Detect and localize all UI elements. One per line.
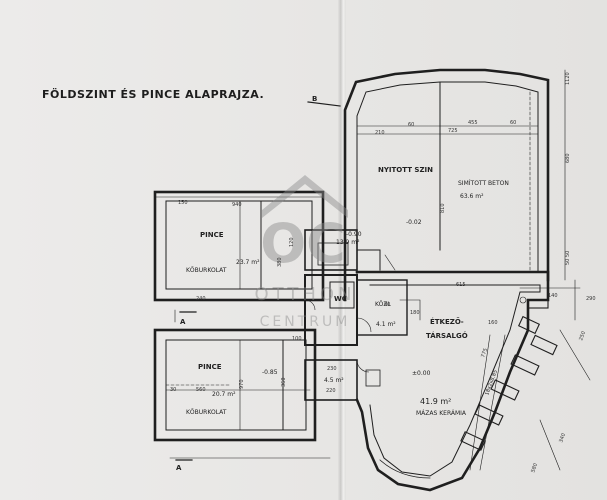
dim-940: 940 [232, 202, 242, 208]
dim-360: 360 [281, 377, 287, 387]
door-swings [304, 296, 527, 373]
dim-220: 220 [326, 388, 336, 394]
terrace-steps [460, 299, 558, 471]
lower-cellar-walls [153, 328, 317, 442]
section-markers [175, 101, 341, 461]
stair-label: 18x2x8.85 [484, 369, 499, 396]
dim-680: 680 [565, 153, 571, 163]
room-nyitott-szin-floor: SIMÍTOTT BETON [458, 180, 509, 187]
room-etkezo-name2: TÁRSALGÓ [426, 331, 468, 340]
room-pince-top-area: 23.7 m² [236, 259, 260, 266]
dim-100: 100 [292, 336, 302, 342]
room-pince-bottom-name: PINCE [198, 363, 222, 371]
level-mark-3: -0.90 [346, 231, 362, 238]
dim-725: 725 [448, 128, 458, 134]
room-pince-bottom-area: 20.7 m² [212, 391, 236, 398]
room-small-top-area: 13.9 m² [336, 239, 360, 246]
level-marks: ±0.00 -0.02 -0.90 -0.85 [262, 219, 431, 377]
dim-120: 120 [289, 237, 295, 247]
room-small-mid-area: 4.5 m² [324, 377, 344, 384]
upper-cellar-walls [153, 190, 325, 302]
dim-250: 250 [578, 330, 587, 341]
dim-340: 340 [558, 432, 567, 443]
section-mark-bottom: A [176, 464, 182, 472]
dim-970: 970 [239, 379, 245, 389]
room-pince-top-name: PINCE [200, 231, 224, 239]
dim-160: 160 [488, 320, 498, 326]
dim-560: 560 [196, 387, 206, 393]
dim-810: 810 [440, 203, 446, 213]
room-etkezo-area: 41.9 m² [420, 397, 451, 406]
room-wc-name: WC [334, 295, 347, 303]
dim-455: 455 [468, 120, 478, 126]
level-mark-4: -0.85 [262, 369, 278, 376]
dim-180: 180 [410, 310, 420, 316]
dim-5050: 50 50 [565, 251, 571, 265]
dim-580: 580 [530, 462, 539, 473]
dim-615: 615 [456, 282, 466, 288]
dimension-numbers: 940 455 725 60 210 810 615 970 560 360 1… [170, 72, 596, 473]
dim-140: 140 [548, 293, 558, 299]
dim-240: 240 [196, 296, 206, 302]
watermark-line1: OTTHON [254, 284, 355, 305]
dim-230: 230 [327, 366, 337, 372]
dim-210: 210 [375, 130, 385, 136]
watermark-mark: OC [260, 212, 346, 275]
core-walls [304, 229, 408, 401]
level-mark-2: -0.02 [406, 219, 422, 226]
room-kozl-area: 4.1 m² [376, 321, 396, 328]
dim-90: 90 [384, 302, 390, 308]
room-etkezo-floor: MÁZAS KERÁMIA [416, 410, 467, 417]
open-shed-walls [343, 68, 550, 302]
section-mark-top: B [312, 95, 317, 103]
watermark-line2: CENTRUM [260, 314, 351, 330]
section-mark-upper-left: A [180, 318, 186, 326]
level-mark-1: ±0.00 [412, 370, 431, 377]
dim-150: 150 [178, 200, 188, 206]
dim-290: 290 [586, 296, 596, 302]
dim-1120: 1120 [565, 72, 571, 85]
dimension-lines [154, 69, 591, 471]
dim-60a: 60 [408, 122, 414, 128]
dim-380: 380 [277, 257, 283, 267]
room-nyitott-szin-area: 63.6 m² [460, 193, 484, 200]
room-kozl-name: KÖZL [375, 301, 391, 308]
plan-title: FÖLDSZINT ÉS PINCE ALAPRAJZA. [42, 88, 265, 101]
room-etkezo-name: ÉTKEZŐ- [430, 317, 464, 326]
room-pince-bottom-floor: KŐBURKOLAT [186, 409, 227, 416]
dim-775: 775 [480, 347, 489, 358]
dim-60b: 60 [510, 120, 516, 126]
watermark-logo: OC OTTHON CENTRUM [254, 175, 355, 330]
dim-30: 30 [170, 387, 176, 393]
room-nyitott-szin-name: NYITOTT SZIN [378, 166, 433, 174]
paper-fold [338, 0, 346, 500]
room-pince-top-floor: KŐBURKOLAT [186, 267, 227, 274]
